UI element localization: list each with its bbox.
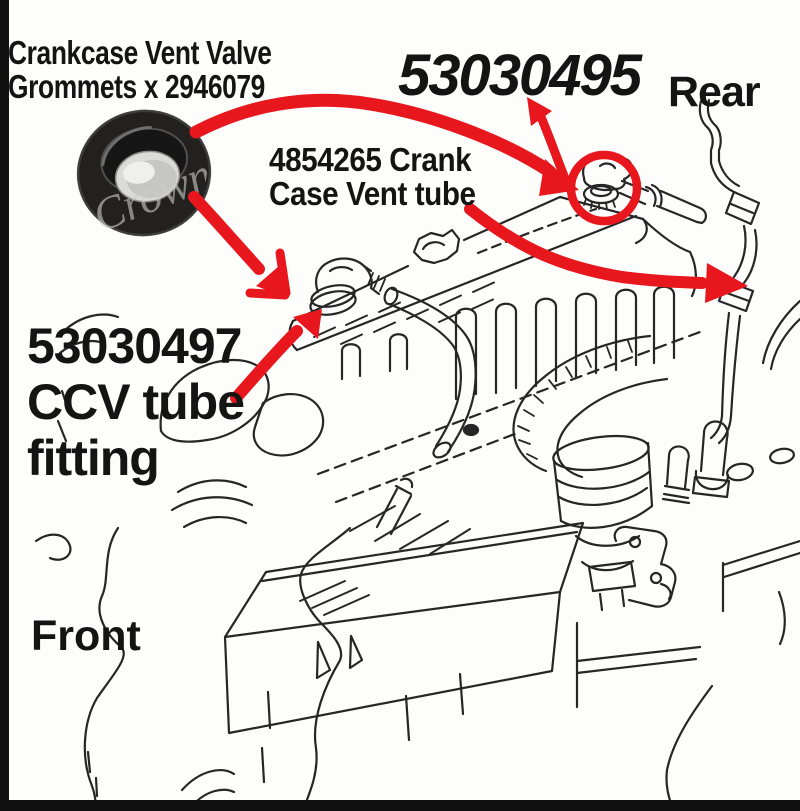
battery-box-drawing [223, 521, 585, 735]
grommets-label: Crankcase Vent Valve Grommets x 2946079 [8, 36, 272, 104]
arrow-fitting-to-part-number [527, 97, 571, 186]
arrow-grommet-to-front-fitting [188, 191, 291, 300]
rear-direction-label: Rear [668, 68, 761, 116]
grommet-photo: Crown [76, 109, 219, 242]
red-annotations [188, 93, 748, 404]
ccv-fitting-label-line1: 53030497 [27, 318, 242, 374]
loose-hose-piece-drawing [375, 477, 414, 536]
ccv-fitting-label-line2: CCV tube [27, 374, 245, 430]
ccv-fitting-label: 53030497 CCV tube fitting [27, 318, 245, 486]
valve-cover-hatching [313, 281, 495, 345]
front-direction-label: Front [31, 612, 141, 660]
front-engine-outline [34, 526, 352, 811]
arrow-ccv-label-to-front-fitting [230, 309, 322, 404]
front-hose-sketch [56, 313, 325, 529]
throttle-body-drawing [552, 434, 654, 612]
oil-cap-drawing [412, 228, 461, 265]
arrow-text-to-vent-tube [464, 203, 748, 303]
highlight-circle-rear-fitting [566, 150, 642, 226]
rear-part-number-label: 53030495 [398, 43, 642, 108]
vent-tube-label-line1: 4854265 Crank [269, 141, 472, 178]
vent-tube-drawing [383, 286, 477, 459]
vent-tube-label-line2: Case Vent tube [269, 175, 476, 212]
bottom-frame-bar [0, 800, 800, 811]
engine-line-art [34, 98, 800, 811]
frame-lines [404, 539, 800, 811]
left-frame-bar [0, 0, 9, 811]
grommets-label-line2: Grommets x 2946079 [8, 68, 265, 105]
front-ccv-fitting-drawing [309, 257, 386, 316]
mount-bracket-drawing [613, 525, 677, 608]
vent-tube-label: 4854265 Crank Case Vent tube [269, 143, 476, 211]
rear-hose-and-pipes [618, 98, 800, 445]
sensor-drawings [661, 420, 795, 505]
grommets-label-line1: Crankcase Vent Valve [8, 34, 272, 71]
ribbed-intake-hose [512, 334, 669, 479]
ccv-fitting-label-line3: fitting [27, 430, 160, 486]
